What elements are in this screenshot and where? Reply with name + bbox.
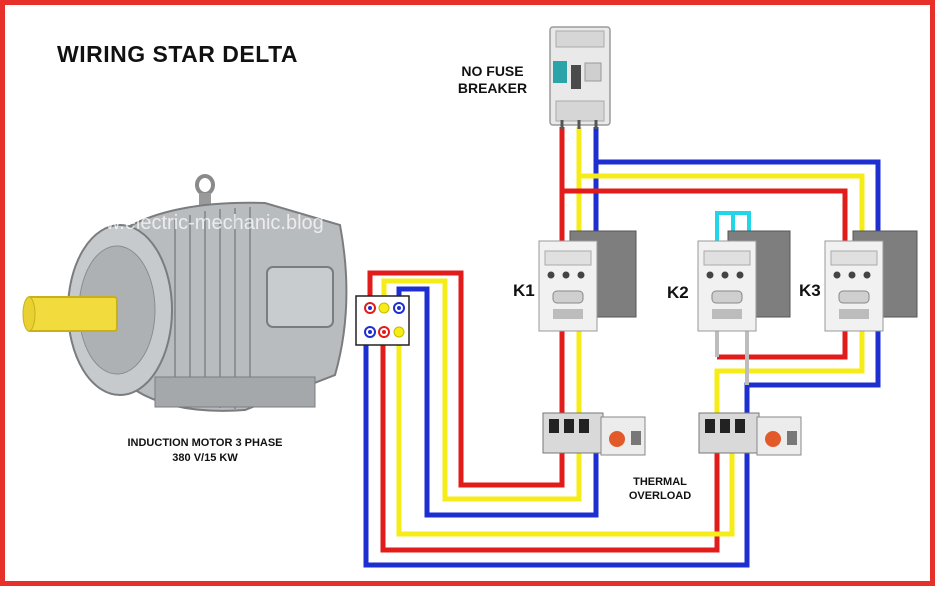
page-title: WIRING STAR DELTA (57, 41, 299, 67)
wire-red-thermal2-motor (380, 343, 720, 553)
wire-blue-thermal2-motor (363, 343, 750, 568)
no-fuse-breaker (549, 26, 611, 129)
thermal-label-line2: OVERLOAD (628, 490, 692, 502)
wire-yellow-thermal2-motor (396, 343, 735, 537)
contactor-k2 (697, 230, 791, 332)
breaker-label: NO FUSE BREAKER (445, 63, 540, 97)
wire-blue-thermal1-motor (396, 286, 599, 518)
wire-red-thermal1-motor (367, 270, 565, 488)
breaker-label-line2: BREAKER (457, 80, 528, 96)
thermal-label: THERMAL OVERLOAD (620, 475, 700, 503)
motor-terminal-box (355, 295, 410, 346)
thermal-label-line1: THERMAL (633, 476, 687, 488)
breaker-label-line1: NO FUSE (461, 63, 524, 79)
contactor-k3 (824, 230, 918, 332)
induction-motor (22, 174, 348, 412)
contactor-k1-label: K1 (513, 281, 535, 300)
wire-yellow-thermal1-motor (381, 278, 582, 502)
contactor-k1 (538, 230, 637, 332)
contactor-k2-label: K2 (667, 283, 689, 302)
wire-blue-k3-thermal2 (744, 323, 881, 425)
motor-label-line2: 380 V/15 KW (172, 452, 238, 464)
wire-yellow-feed-k3 (579, 173, 865, 245)
contactor-k3-label: K3 (799, 281, 821, 300)
watermark: www.electric-mechanic.blog (77, 212, 324, 234)
wire-red-k3-thermal2 (717, 323, 848, 360)
wire-red-feed-k3 (562, 188, 848, 245)
wire-yellow-k3-thermal2 (714, 323, 865, 425)
wire-blue-feed-k3 (596, 159, 881, 245)
motor-label-line1: INDUCTION MOTOR 3 PHASE (127, 437, 283, 449)
thermal-overload-2 (698, 412, 802, 456)
wiring-diagram (22, 26, 918, 568)
motor-label: INDUCTION MOTOR 3 PHASE 380 V/15 KW (105, 436, 305, 466)
thermal-overload-1 (542, 412, 646, 456)
